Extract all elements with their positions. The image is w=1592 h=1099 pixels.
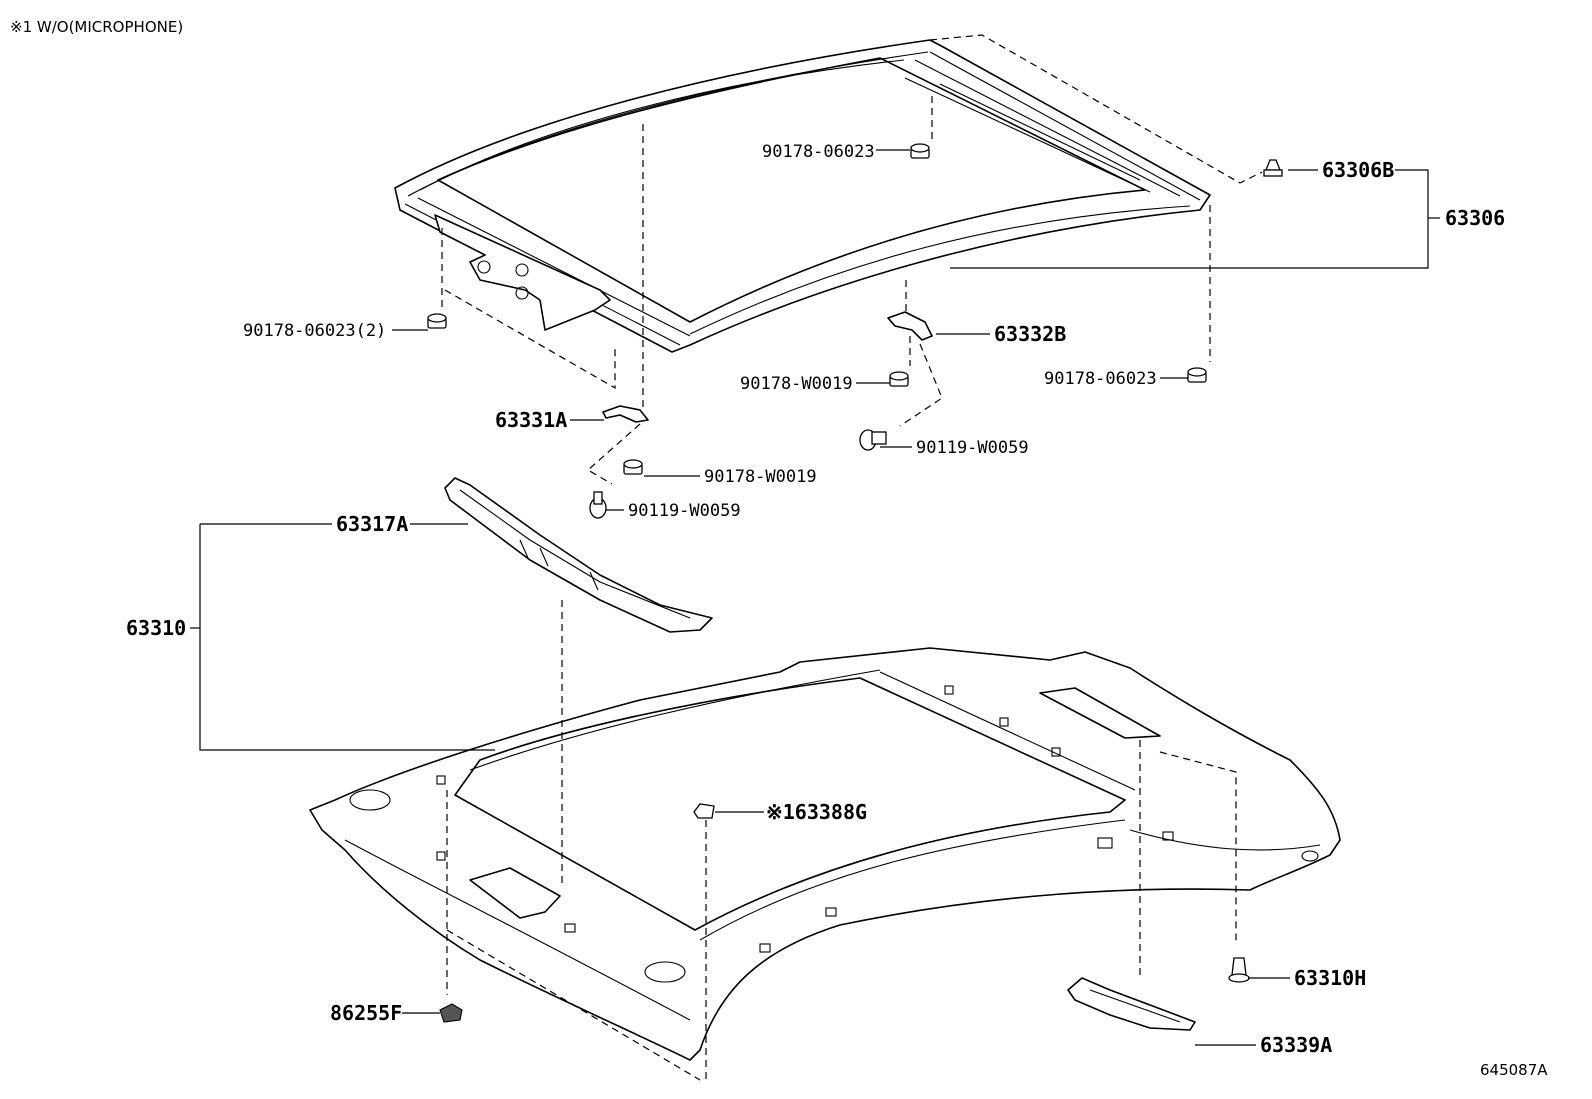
label-63331a: 63331A [495, 408, 567, 432]
diagram-id: 645087A [1480, 1061, 1548, 1079]
label-63310: 63310 [126, 616, 186, 640]
label-63310h: 63310H [1294, 966, 1366, 990]
label-90119-w0059-right: 90119-W0059 [916, 438, 1029, 458]
bracket-63339a [1067, 977, 1196, 1031]
label-90178-w0019-right: 90178-W0019 [740, 374, 853, 394]
nut-90178-06023-top-icon [910, 143, 930, 159]
clip-63388g-icon [693, 803, 715, 819]
label-63332b: 63332B [994, 322, 1066, 346]
label-86255f: 86255F [330, 1001, 402, 1025]
screw-90119-w0059-left-icon [589, 491, 607, 519]
label-63339a: 63339A [1260, 1033, 1332, 1057]
label-90178-w0019-left: 90178-W0019 [704, 467, 817, 487]
label-90178-06023-right: 90178-06023 [1044, 369, 1157, 389]
nut-90178-w0019-left-icon [623, 459, 643, 475]
label-63306: 63306 [1445, 206, 1505, 230]
clip-86255f-icon [439, 1003, 463, 1023]
microphone-note: ※1 W/O(MICROPHONE) [10, 18, 183, 36]
label-63317a: 63317A [336, 512, 408, 536]
bracket-63331a [602, 405, 649, 423]
nut-90178-w0019-right-icon [889, 371, 909, 387]
roof-headlining [309, 647, 1341, 1061]
screw-90119-w0059-right-icon [859, 429, 887, 451]
label-63388g: ※163388G [766, 800, 867, 824]
label-90178-06023-top: 90178-06023 [762, 142, 875, 162]
nut-90178-06023-right-icon [1187, 367, 1207, 383]
clip-63306b-icon [1263, 159, 1283, 177]
alignment-lines [441, 34, 1263, 1081]
label-90119-w0059-left: 90119-W0059 [628, 501, 741, 521]
label-90178-06023-2: 90178-06023(2) [243, 321, 386, 341]
nut-90178-06023-2-icon [427, 313, 447, 329]
leader-lines [190, 149, 1440, 1046]
roof-reinforcement-frame [394, 39, 1211, 353]
bracket-63332b [887, 311, 933, 341]
roof-bow-63317a [444, 477, 713, 633]
label-63306b: 63306B [1322, 158, 1394, 182]
clip-63310h-icon [1228, 957, 1250, 983]
